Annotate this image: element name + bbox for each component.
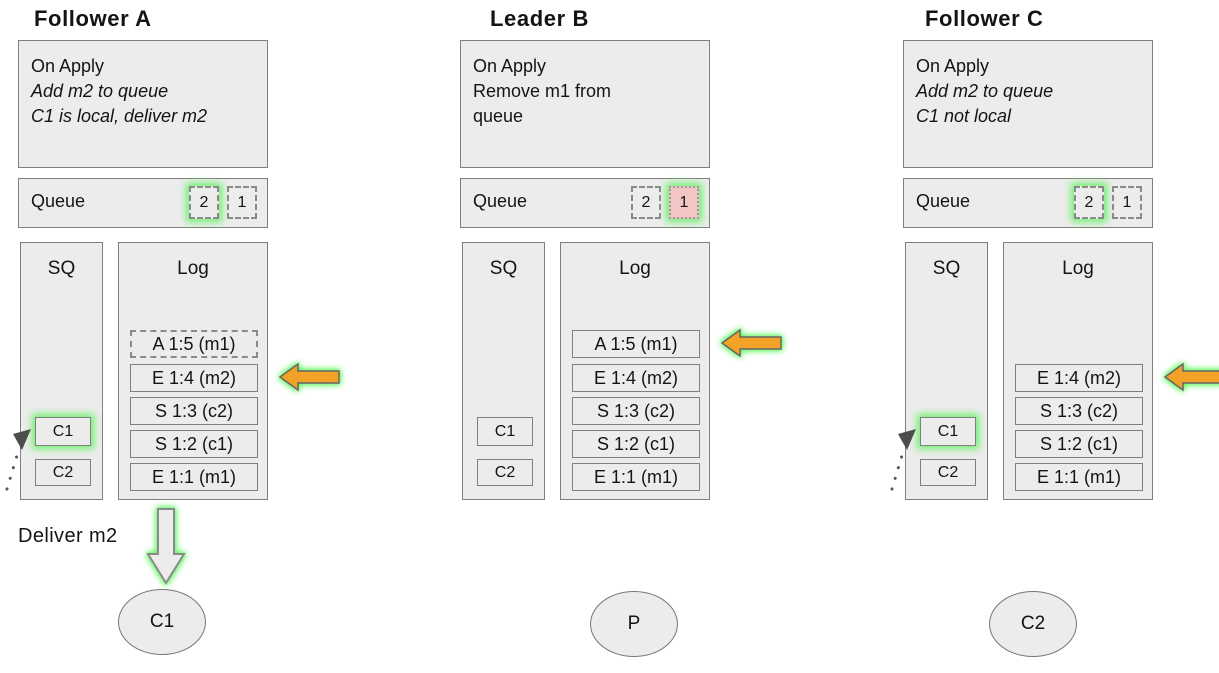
sq-label: SQ [932, 258, 961, 279]
log-entry: E 1:4 (m2) [572, 364, 700, 392]
apply-pointer-arrow-icon [1163, 362, 1219, 392]
queue-item-1-removed-highlighted: 1 [669, 186, 699, 219]
log-entry: E 1:4 (m2) [130, 364, 258, 392]
queue-label: Queue [916, 191, 971, 211]
queue-items: 2 1 [189, 186, 257, 219]
on-apply-line: C1 is local, deliver m2 [31, 106, 208, 126]
log-entry: S 1:3 (c2) [130, 397, 258, 425]
client-node-c1: C1 [118, 589, 206, 655]
queue-item-2: 2 [631, 186, 661, 219]
queue-box: Queue 2 1 [460, 178, 710, 228]
log-label: Log [1062, 258, 1094, 279]
queue-item-1: 1 [227, 186, 257, 219]
deliver-label: Deliver m2 [18, 525, 118, 547]
queue-item-2-highlighted: 2 [1074, 186, 1104, 219]
log-entry: E 1:1 (m1) [1015, 463, 1143, 491]
queue-box: Queue 2 1 [18, 178, 268, 228]
sq-item-c2: C2 [477, 459, 533, 486]
sq-item-c2: C2 [35, 459, 91, 486]
log-entry: S 1:2 (c1) [1015, 430, 1143, 458]
client-node-p: P [590, 591, 678, 657]
log-entry: E 1:4 (m2) [1015, 364, 1143, 392]
on-apply-line: Add m2 to queue [31, 81, 169, 101]
on-apply-box: On Apply Add m2 to queue C1 not local [903, 40, 1153, 168]
column-follower-c: Follower C On Apply Add m2 to queue C1 n… [890, 0, 1219, 673]
sq-item-c2: C2 [920, 459, 976, 486]
queue-item-2-highlighted: 2 [189, 186, 219, 219]
log-entry: E 1:1 (m1) [130, 463, 258, 491]
column-title: Leader B [490, 6, 589, 31]
queue-label: Queue [473, 191, 528, 211]
send-queue-panel: SQ C1 C2 [462, 242, 545, 500]
on-apply-line: Add m2 to queue [916, 81, 1054, 101]
sq-item-c1: C1 [477, 417, 533, 446]
column-leader-b: Leader B On Apply Remove m1 from queue Q… [460, 0, 782, 673]
queue-label: Queue [31, 191, 86, 211]
queue-item-1: 1 [1112, 186, 1142, 219]
queue-box: Queue 2 1 [903, 178, 1153, 228]
log-entry-uncommitted: A 1:5 (m1) [130, 330, 258, 358]
column-title: Follower A [34, 6, 152, 31]
dotted-pointer-icon [5, 429, 31, 491]
log-entry: A 1:5 (m1) [572, 330, 700, 358]
sq-item-c1-highlighted: C1 [920, 417, 976, 446]
queue-items: 2 1 [1074, 186, 1142, 219]
client-node-c2: C2 [989, 591, 1077, 657]
sq-item-c1-highlighted: C1 [35, 417, 91, 446]
send-queue-panel: SQ C1 C2 [20, 242, 103, 500]
sq-label: SQ [47, 258, 76, 279]
log-panel: Log A 1:5 (m1) E 1:4 (m2) S 1:3 (c2) S 1… [118, 242, 268, 500]
queue-items: 2 1 [631, 186, 699, 219]
log-entry: S 1:3 (c2) [572, 397, 700, 425]
on-apply-line: Remove m1 from [473, 81, 612, 101]
log-panel: Log A 1:5 (m1) E 1:4 (m2) S 1:3 (c2) S 1… [560, 242, 710, 500]
sq-label: SQ [489, 258, 518, 279]
column-follower-a: Follower A On Apply Add m2 to queue C1 i… [5, 0, 340, 673]
log-entry: S 1:2 (c1) [130, 430, 258, 458]
on-apply-line: On Apply [916, 56, 990, 76]
log-label: Log [619, 258, 651, 279]
apply-pointer-arrow-icon [720, 328, 782, 358]
log-panel: Log E 1:4 (m2) S 1:3 (c2) S 1:2 (c1) E 1… [1003, 242, 1153, 500]
log-entry: S 1:3 (c2) [1015, 397, 1143, 425]
log-entry: S 1:2 (c1) [572, 430, 700, 458]
on-apply-line: queue [473, 106, 524, 126]
send-queue-panel: SQ C1 C2 [905, 242, 988, 500]
on-apply-line: On Apply [473, 56, 547, 76]
log-entry: E 1:1 (m1) [572, 463, 700, 491]
apply-pointer-arrow-icon [278, 362, 340, 392]
dotted-pointer-icon [890, 429, 916, 491]
deliver-down-arrow-icon [146, 508, 186, 585]
column-title: Follower C [925, 6, 1044, 31]
on-apply-box: On Apply Remove m1 from queue [460, 40, 710, 168]
on-apply-line: C1 not local [916, 106, 1012, 126]
on-apply-box: On Apply Add m2 to queue C1 is local, de… [18, 40, 268, 168]
log-label: Log [177, 258, 209, 279]
on-apply-line: On Apply [31, 56, 105, 76]
